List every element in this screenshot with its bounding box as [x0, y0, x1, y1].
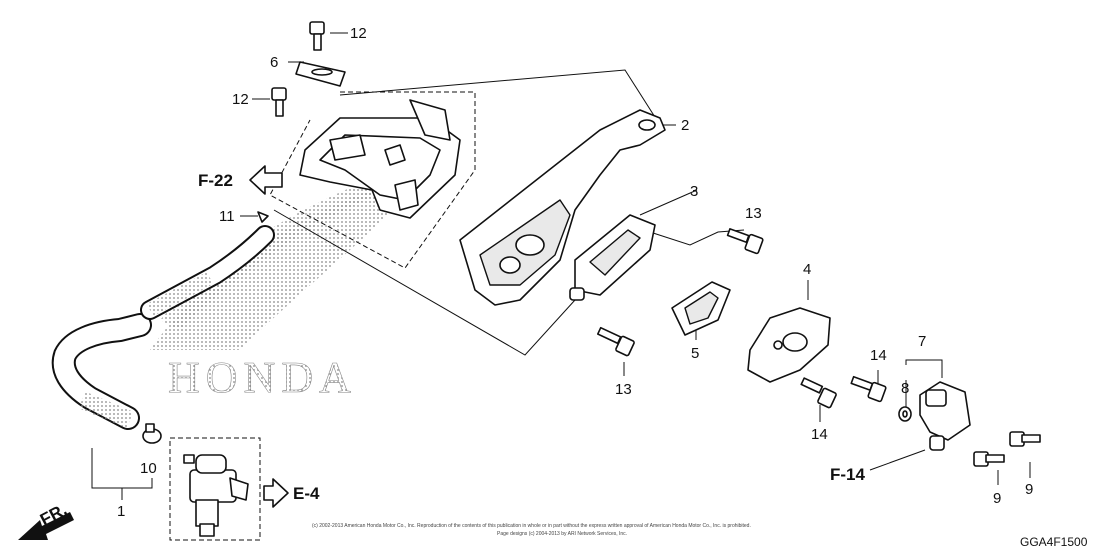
callout-13-bottom: 13 — [615, 381, 632, 398]
clip-11 — [257, 211, 269, 223]
callout-8: 8 — [901, 380, 909, 397]
cover-3 — [569, 214, 656, 301]
honda-watermark: HONDA — [150, 160, 430, 402]
washer-8 — [898, 406, 912, 422]
callout-9-left: 9 — [993, 490, 1001, 507]
callout-9-right: 9 — [1025, 481, 1033, 498]
callout-12-left: 12 — [232, 91, 249, 108]
callout-12-top: 12 — [350, 25, 367, 42]
callout-6: 6 — [270, 54, 278, 71]
callout-10: 10 — [140, 460, 157, 477]
ref-label-f14: F-14 — [830, 465, 866, 484]
bracket-assembly-box — [169, 91, 476, 541]
clamp-plate-6 — [295, 61, 346, 87]
callout-14-right: 14 — [870, 347, 887, 364]
bolt-12-top — [309, 21, 325, 51]
sensor-7 — [919, 381, 971, 451]
ref-arrow-f22 — [249, 165, 283, 195]
watermark-text: HONDA — [168, 353, 357, 402]
bolt-9-right — [1009, 431, 1041, 447]
bolt-14-right — [850, 375, 887, 403]
bolt-13-top — [726, 228, 764, 255]
ref-label-f22: F-22 — [198, 171, 233, 190]
copyright-line-2: Page designs (c) 2004-2013 by ARI Networ… — [497, 531, 627, 537]
callout-11: 11 — [219, 208, 235, 225]
bolt-12-left — [271, 87, 287, 117]
bolt-13-bottom — [596, 326, 635, 357]
bolt-14-left — [800, 377, 837, 409]
callout-14-left: 14 — [811, 426, 828, 443]
bracket-frame — [299, 99, 461, 219]
ref-arrow-e4 — [263, 478, 289, 508]
plate-2 — [459, 109, 666, 306]
ref-label-e4: E-4 — [293, 484, 320, 503]
callout-3: 3 — [690, 183, 698, 200]
callout-1: 1 — [117, 503, 125, 520]
copyright-line-1: (c) 2002-2013 American Honda Motor Co., … — [312, 523, 751, 529]
solenoid-valve — [183, 454, 249, 537]
hose-1 — [51, 225, 275, 430]
gasket-5 — [671, 281, 731, 336]
callout-7: 7 — [918, 333, 926, 350]
callout-4: 4 — [803, 261, 811, 278]
callout-5: 5 — [691, 345, 699, 362]
diagram-code: GGA4F1500 — [1020, 535, 1088, 549]
hose-clamp-10 — [142, 423, 162, 444]
callout-2: 2 — [681, 117, 689, 134]
front-label: FR. — [37, 500, 70, 530]
valve-body-4 — [747, 307, 831, 383]
front-arrow-icon — [18, 512, 74, 540]
callout-13-top: 13 — [745, 205, 762, 222]
callouts: 1 2 3 4 5 6 7 8 9 9 10 11 12 12 13 13 14… — [117, 25, 1033, 520]
bolt-9-left — [973, 451, 1005, 467]
